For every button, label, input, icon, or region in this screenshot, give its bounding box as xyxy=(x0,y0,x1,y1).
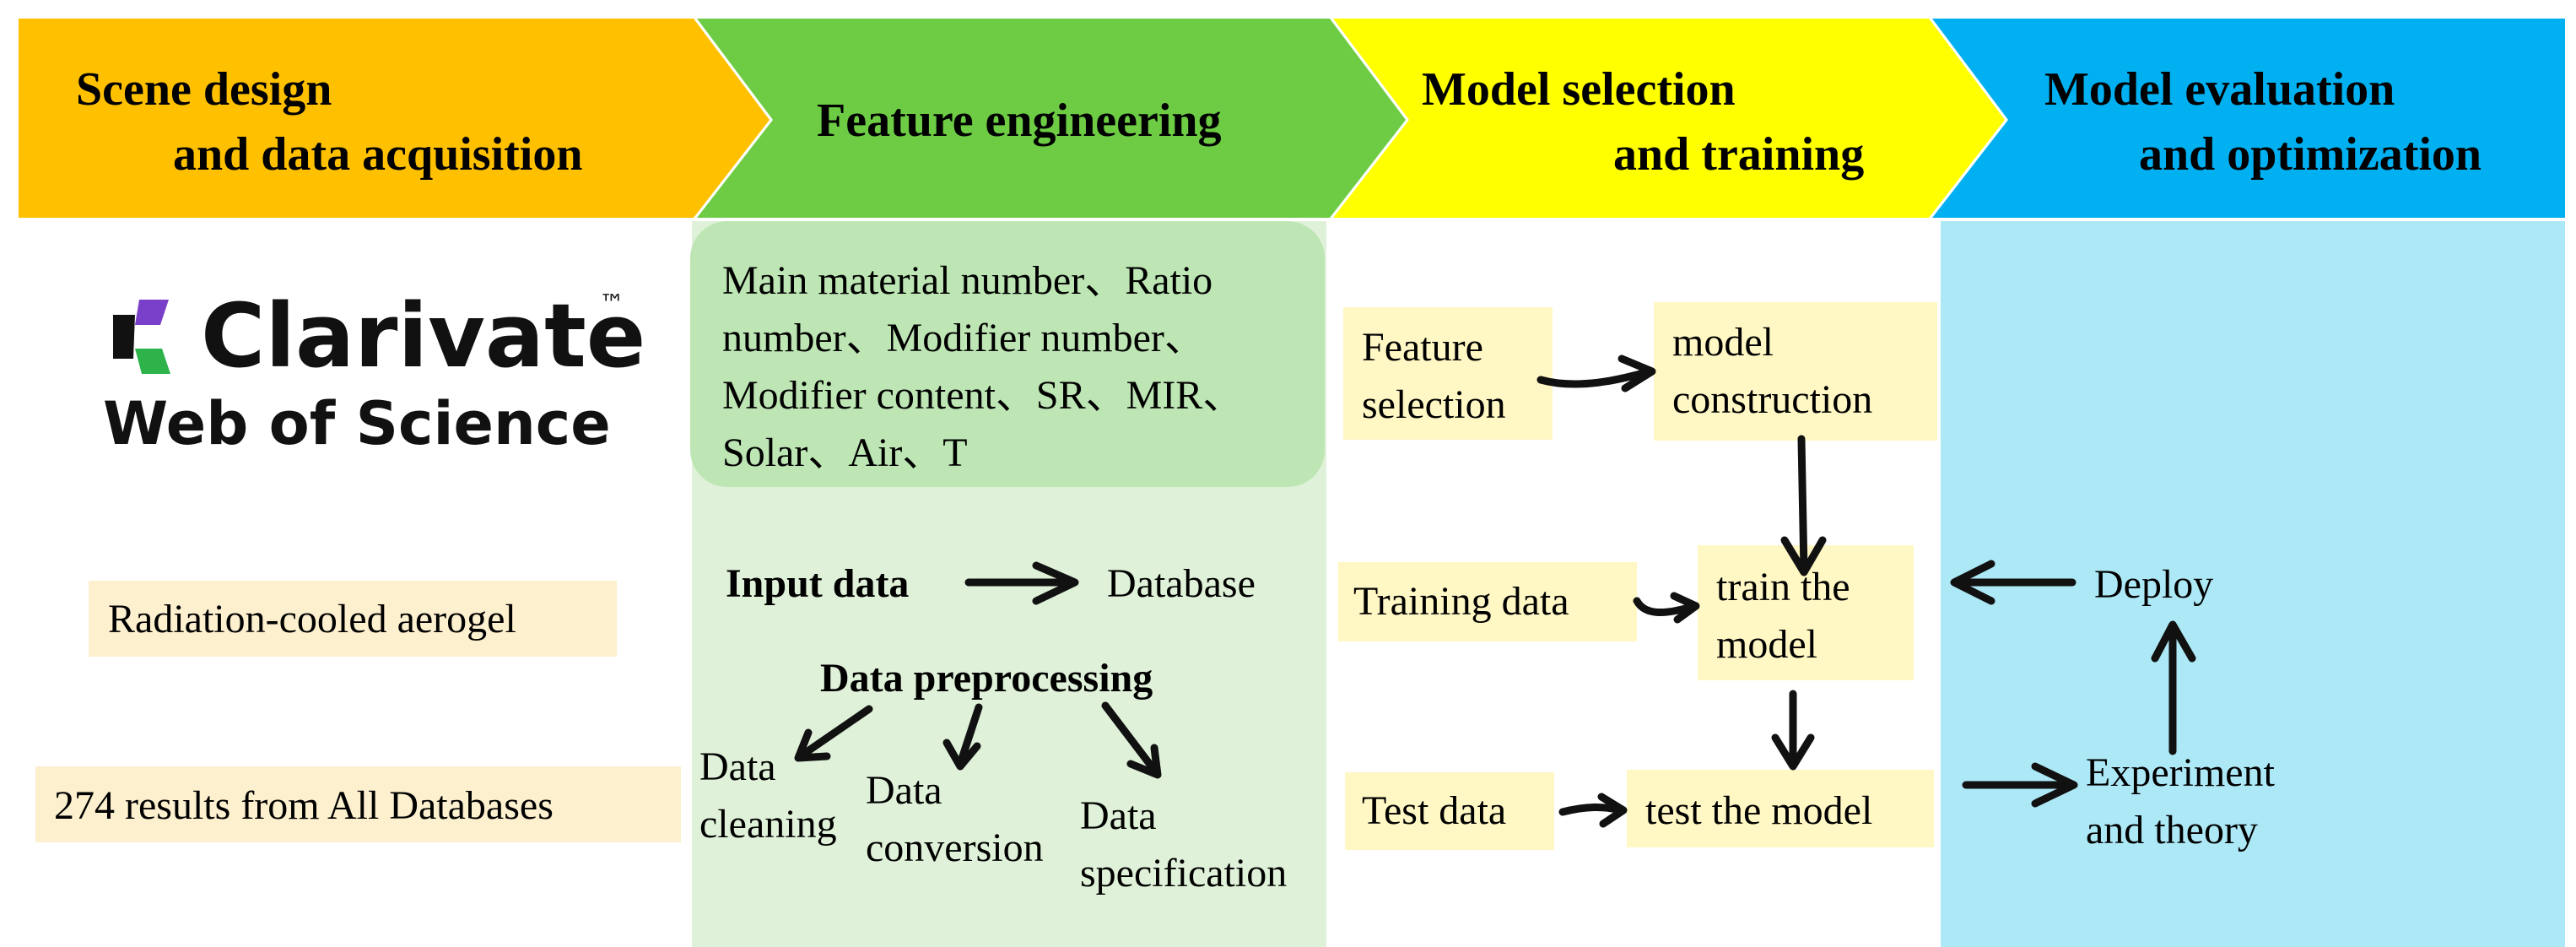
arrow-training-data-to-train-model xyxy=(1633,592,1700,624)
test-model-label: test the model xyxy=(1645,788,1873,833)
clarivate-wordmark: Clarivate xyxy=(201,284,646,387)
experiment-line1: Experiment xyxy=(2086,750,2275,795)
results-label: 274 results from All Databases xyxy=(54,783,554,828)
stage2-title: Feature engineering xyxy=(817,95,1222,147)
training-data-label: Training data xyxy=(1353,579,1569,624)
stage-model-evaluation-chevron xyxy=(1932,19,2565,218)
clarivate-logo: Clarivate ™ Web of Science xyxy=(101,283,645,464)
clarivate-trademark: ™ xyxy=(599,290,624,319)
data-preprocessing-label: Data preprocessing xyxy=(820,656,1153,701)
data-conversion-line2: conversion xyxy=(866,825,1044,870)
input-data-label: Input data xyxy=(726,561,910,606)
stage1-title-line1: Scene design xyxy=(76,63,332,116)
feature-list-line-1: Main material number、Ratio xyxy=(722,258,1213,303)
results-box xyxy=(35,766,681,842)
train-model-line2: model xyxy=(1716,622,1817,667)
stage3-title-line2: and training xyxy=(1613,128,1865,181)
stage4-title-line1: Model evaluation xyxy=(2044,63,2395,116)
feature-selection-box xyxy=(1343,307,1553,440)
model-construction-line1: model xyxy=(1672,320,1774,365)
stage3-title-line1: Model selection xyxy=(1422,63,1736,116)
test-data-box xyxy=(1345,772,1554,850)
clarivate-mark-icon xyxy=(113,300,170,374)
test-model-box xyxy=(1627,770,1934,847)
search-term-label: Radiation-cooled aerogel xyxy=(108,597,516,641)
stage-scene-design-chevron xyxy=(19,19,770,218)
feature-list-line-2: number、Modifier number、 xyxy=(722,316,1205,360)
test-data-label: Test data xyxy=(1362,788,1507,833)
deploy-label: Deploy xyxy=(2094,562,2214,607)
stage-model-selection-chevron xyxy=(1333,19,2005,218)
model-construction-box xyxy=(1654,302,1937,441)
database-label: Database xyxy=(1107,561,1256,606)
search-term-box xyxy=(89,581,617,657)
experiment-line2: and theory xyxy=(2086,808,2258,852)
stage-banner xyxy=(19,19,2565,218)
feature-list-line-3: Modifier content、SR、MIR、 xyxy=(722,373,1244,418)
data-specification-line1: Data xyxy=(1080,793,1157,838)
data-cleaning-line2: cleaning xyxy=(699,802,837,847)
feature-list-line-4: Solar、Air、T xyxy=(722,430,968,475)
training-data-box xyxy=(1338,562,1637,641)
feature-selection-line1: Feature xyxy=(1362,325,1483,370)
train-model-line1: train the xyxy=(1716,565,1850,609)
model-construction-line2: construction xyxy=(1672,377,1873,422)
arrow-feature-selection-to-model-construction xyxy=(1536,354,1656,392)
data-conversion-line1: Data xyxy=(866,768,942,813)
stage-feature-engineering-chevron xyxy=(697,19,1406,218)
web-of-science-title: Web of Science xyxy=(103,389,611,458)
feature-list-box xyxy=(690,221,1325,487)
feature-selection-line2: selection xyxy=(1362,382,1506,427)
arrow-test-data-to-test-model xyxy=(1558,793,1628,828)
data-cleaning-line1: Data xyxy=(699,744,776,789)
data-specification-line2: specification xyxy=(1080,851,1288,896)
arrow-train-model-to-test-model xyxy=(1771,690,1815,771)
stage4-title-line2: and optimization xyxy=(2139,128,2482,181)
stage1-title-line2: and data acquisition xyxy=(173,128,583,181)
